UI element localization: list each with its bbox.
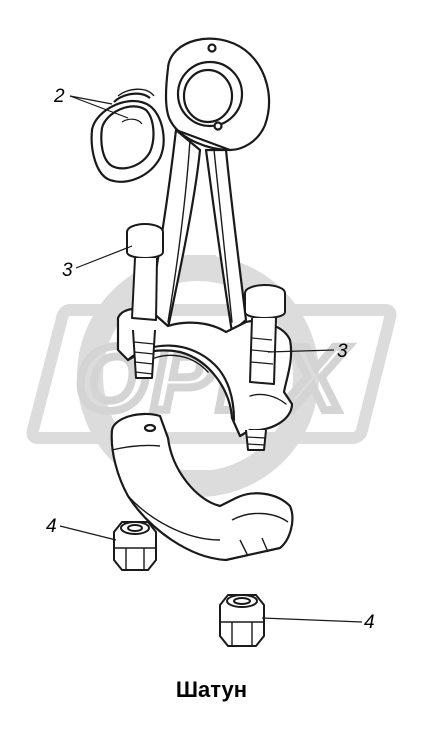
callout-bolt-left: 3 [62,260,73,281]
nut-right [219,594,265,647]
diagram-caption: Шатун [175,677,248,702]
nut-left [113,521,157,571]
connecting-rod [116,37,294,438]
watermark-logo: ОРЕХ [26,255,397,497]
bearing-shells [90,88,165,183]
callout-bolt-right: 3 [337,341,348,362]
bolt-left [126,223,164,379]
bolt-right [244,284,286,451]
callout-bearing-shells: 2 [53,86,65,107]
callout-nut-left: 4 [46,516,57,537]
callout-nut-right: 4 [364,612,375,633]
connecting-rod-cap [110,412,294,562]
callout-labels: 2 3 3 4 4 [46,86,375,633]
leader-lines [59,95,363,623]
